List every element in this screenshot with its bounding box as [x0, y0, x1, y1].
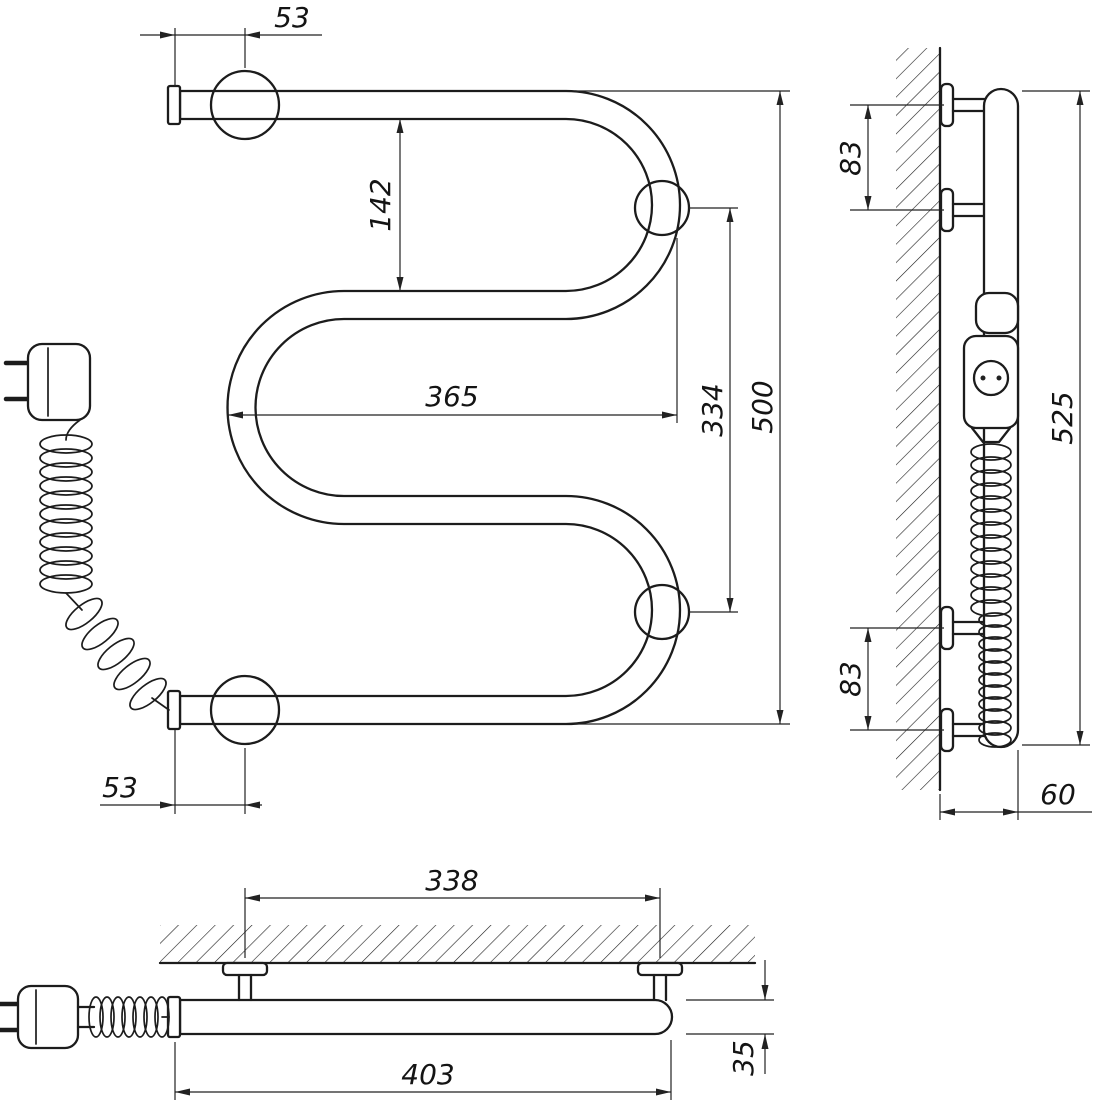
dim-label-wall-offset: 60	[1040, 778, 1076, 811]
side-view: 83 83 525 60	[834, 46, 1092, 820]
dim-side-wall-offset: 60	[939, 750, 1092, 820]
dim-label-top-offset: 53	[274, 1, 310, 34]
towel-rail-tube	[166, 84, 682, 731]
dim-front-top-offset: 53	[140, 1, 322, 86]
coiled-cable-bottom	[88, 996, 170, 1038]
dim-front-overall-height: 500	[575, 90, 790, 725]
tube-bottom-profile	[166, 995, 674, 1039]
wall-side	[896, 46, 942, 792]
dim-label-upper-gap: 83	[834, 140, 867, 176]
dim-label-lower-gap: 83	[834, 661, 867, 697]
wall-hatch-side	[896, 48, 940, 790]
dim-front-inner-width: 365	[227, 238, 678, 423]
coiled-cable-side	[970, 443, 1012, 748]
dim-bottom-tube-size: 35	[686, 960, 774, 1076]
dim-label-overall-height-front: 500	[746, 380, 779, 433]
dim-label-tube-size: 35	[727, 1040, 760, 1076]
dim-front-first-bend: 142	[364, 119, 404, 291]
front-view: 53 142 365 334	[3, 1, 790, 814]
dim-label-first-bend: 142	[364, 178, 397, 231]
bottom-view: 338 403 35	[0, 864, 774, 1100]
dim-front-bracket-span: 334	[689, 207, 738, 613]
dim-label-bracket-span-front: 334	[696, 383, 729, 436]
wall-bottom	[158, 925, 757, 965]
plug-body	[16, 984, 80, 1050]
dim-label-overall-height-side: 525	[1046, 391, 1079, 444]
dim-label-inner-width: 365	[425, 380, 478, 413]
dim-side-upper-gap: 83	[834, 104, 944, 211]
dim-label-bracket-span-bottom: 338	[425, 864, 478, 897]
plug-body	[26, 342, 92, 422]
wall-hatch-bottom	[160, 925, 755, 963]
power-plug-front	[3, 342, 92, 422]
dim-side-overall-height: 525	[1022, 90, 1090, 746]
dim-side-lower-gap: 83	[834, 627, 944, 731]
dim-label-overall-length: 403	[401, 1058, 454, 1091]
dim-front-bottom-offset: 53	[100, 730, 262, 814]
coiled-cable-front	[39, 419, 170, 711]
dim-bottom-bracket-span: 338	[244, 864, 661, 958]
tube-end-cap-top	[166, 84, 182, 126]
dim-bottom-overall-length: 403	[174, 1040, 672, 1100]
socket-circle	[972, 359, 1010, 397]
dim-label-bottom-offset: 53	[102, 771, 138, 804]
heater-housing-side	[962, 291, 1020, 444]
wall-brackets-side	[939, 82, 987, 753]
power-plug-bottom	[0, 984, 96, 1050]
wall-brackets-bottom	[221, 961, 684, 1002]
